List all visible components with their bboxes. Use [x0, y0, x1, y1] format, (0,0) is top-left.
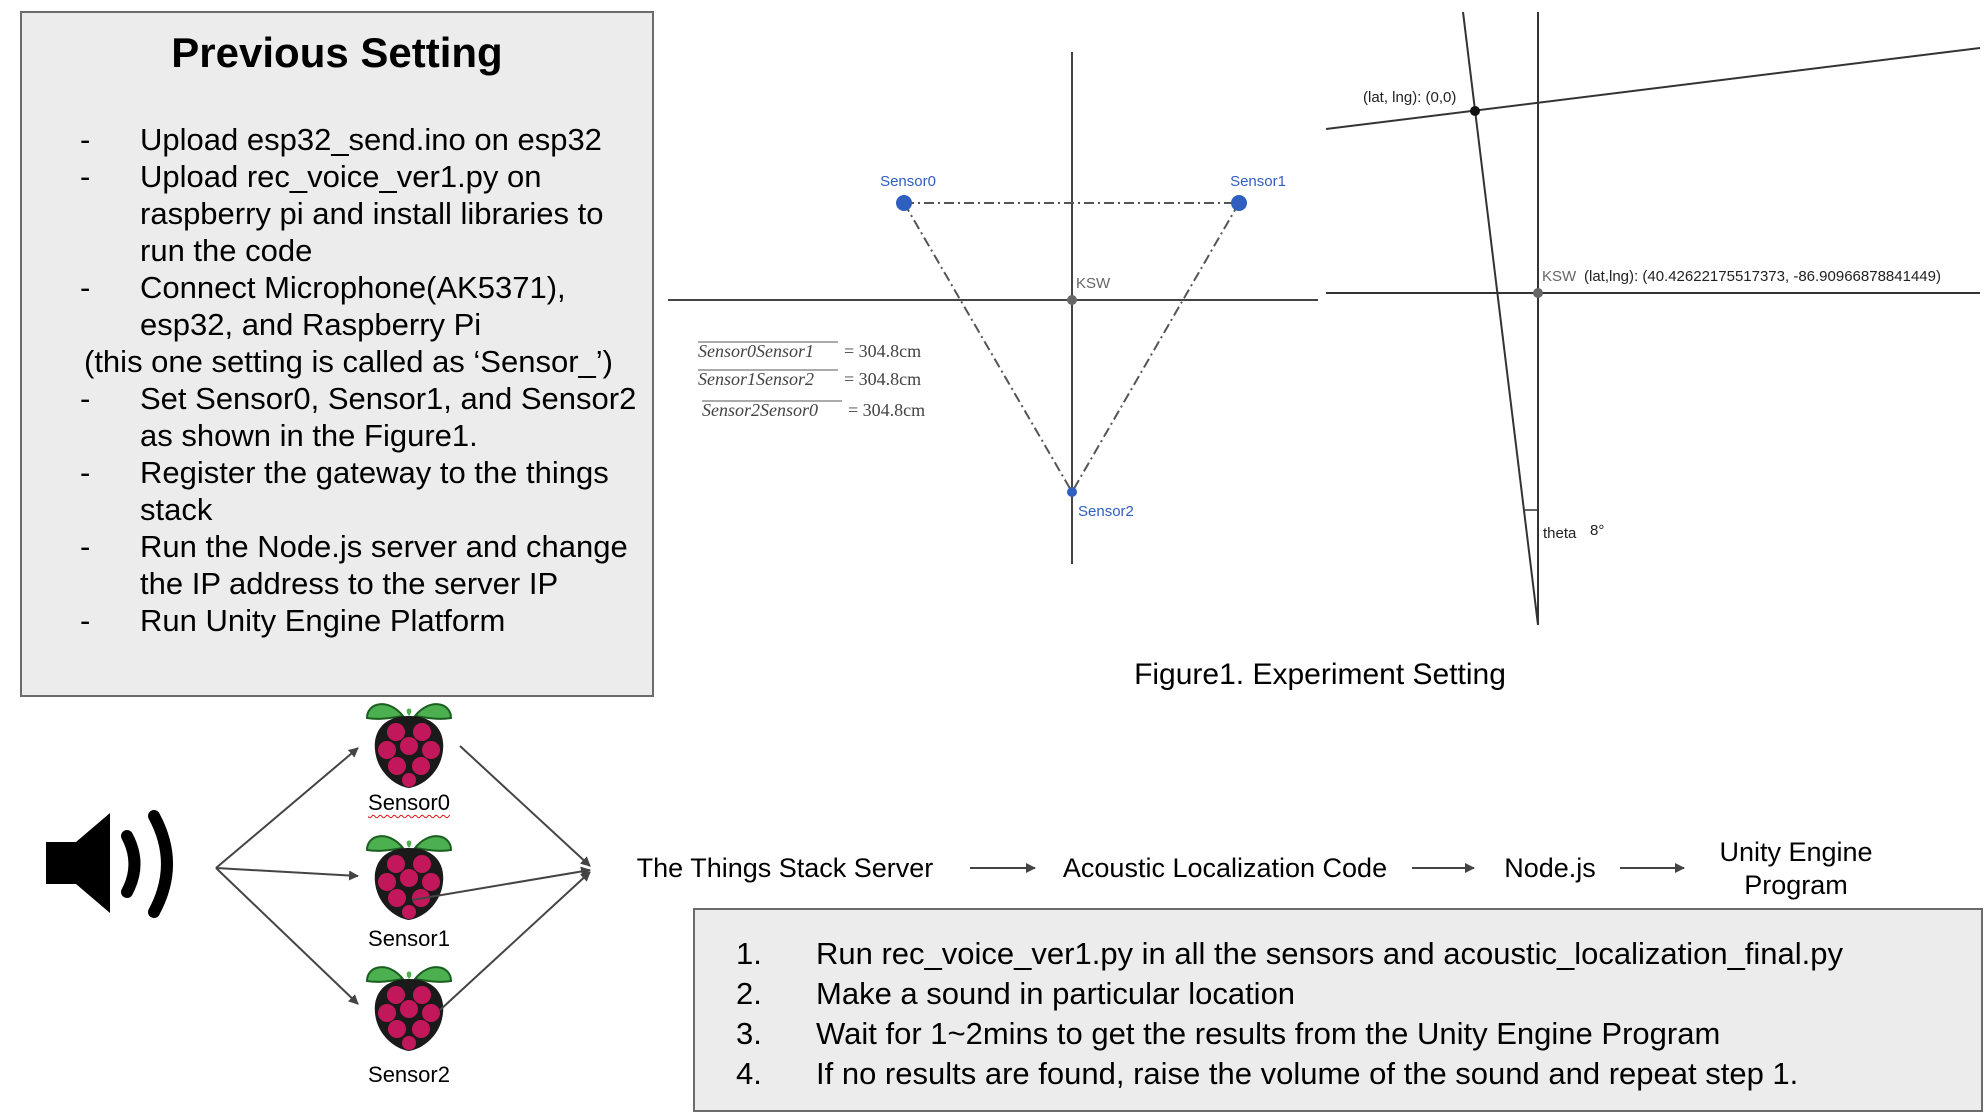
sensor0-label: Sensor0	[880, 173, 936, 190]
sensor-arrows	[411, 745, 591, 1011]
list-item: -Upload rec_voice_ver1.py on raspberry p…	[80, 159, 604, 268]
list-item: -Register the gateway to the things stac…	[80, 455, 609, 527]
sensor0-point	[896, 195, 912, 211]
speaker-icon	[46, 810, 173, 918]
raspberry-pi-icon	[366, 835, 452, 921]
theta-value: 8°	[1590, 522, 1604, 539]
list-item: -Upload esp32_send.ino on esp32	[80, 122, 602, 157]
steps-panel: 1.Run rec_voice_ver1.py in all the senso…	[693, 908, 1983, 1112]
ksw-label: KSW	[1076, 275, 1111, 292]
sensor2-label: Sensor2	[1078, 503, 1134, 520]
theta-label: theta	[1543, 525, 1577, 542]
stage-acoustic-localization-code: Acoustic Localization Code	[1062, 853, 1388, 883]
list-item: -Set Sensor0, Sensor1, and Sensor2 as sh…	[80, 381, 637, 453]
edge-sensor1-sensor2	[1071, 202, 1240, 493]
edge-sensor0-sensor2	[903, 202, 1073, 493]
figure-caption: Figure1. Experiment Setting	[1134, 658, 1506, 691]
list-item: 1.Run rec_voice_ver1.py in all the senso…	[736, 936, 1844, 971]
list-item: 2.Make a sound in particular location	[736, 976, 1296, 1011]
tilted-horizontal-line	[1325, 47, 1981, 130]
stage-unity-engine-program: Unity Engine Program	[1719, 837, 1873, 900]
list-note: (this one setting is called as ‘Sensor_’…	[84, 344, 613, 379]
raspberry-pi-icon	[366, 966, 452, 1052]
ksw-point	[1067, 295, 1077, 305]
ksw-coordinates: (lat,lng): (40.42622175517373, -86.90966…	[1584, 268, 1941, 285]
speaker-arrows	[215, 747, 359, 1005]
previous-setting-list: -Upload esp32_send.ino on esp32 -Upload …	[22, 121, 652, 639]
equation-lhs: Sensor0Sensor1	[698, 341, 814, 361]
stage-things-stack-server: The Things Stack Server	[636, 853, 934, 883]
list-item: -Run Unity Engine Platform	[80, 603, 506, 638]
sensor-triangle-figure: Sensor0 Sensor1 Sensor2 KSW Sensor0Senso…	[668, 52, 1318, 564]
list-item: -Connect Microphone(AK5371), esp32, and …	[80, 270, 566, 342]
list-item: 3.Wait for 1~2mins to get the results fr…	[736, 1016, 1721, 1051]
ksw-point	[1533, 288, 1543, 298]
coordinate-figure: (lat, lng): (0,0) KSW (lat,lng): (40.426…	[1325, 11, 1981, 626]
ksw-label: KSW	[1542, 268, 1577, 285]
previous-setting-title: Previous Setting	[171, 29, 503, 76]
previous-setting-panel: Previous Setting -Upload esp32_send.ino …	[20, 11, 654, 697]
equation-rhs: = 304.8cm	[844, 369, 921, 389]
sensor2-point	[1067, 487, 1077, 497]
flow-sensor1-label: Sensor1	[368, 926, 450, 951]
list-item: -Run the Node.js server and change the I…	[80, 529, 628, 601]
equation-rhs: = 304.8cm	[848, 400, 925, 420]
equation-rhs: = 304.8cm	[844, 341, 921, 361]
sensor1-label: Sensor1	[1230, 173, 1286, 190]
origin-point	[1470, 106, 1480, 116]
raspberry-pi-icon	[366, 703, 452, 789]
stage-nodejs: Node.js	[1504, 853, 1596, 883]
origin-label: (lat, lng): (0,0)	[1363, 89, 1456, 106]
sensor1-point	[1231, 195, 1247, 211]
steps-list: 1.Run rec_voice_ver1.py in all the senso…	[695, 934, 1981, 1094]
flow-sensor0-label: Sensor0	[368, 790, 450, 815]
equation-lhs: Sensor2Sensor0	[702, 400, 818, 420]
list-item: 4.If no results are found, raise the vol…	[736, 1056, 1799, 1091]
flow-sensor2-label: Sensor2	[368, 1062, 450, 1087]
equation-lhs: Sensor1Sensor2	[698, 369, 814, 389]
